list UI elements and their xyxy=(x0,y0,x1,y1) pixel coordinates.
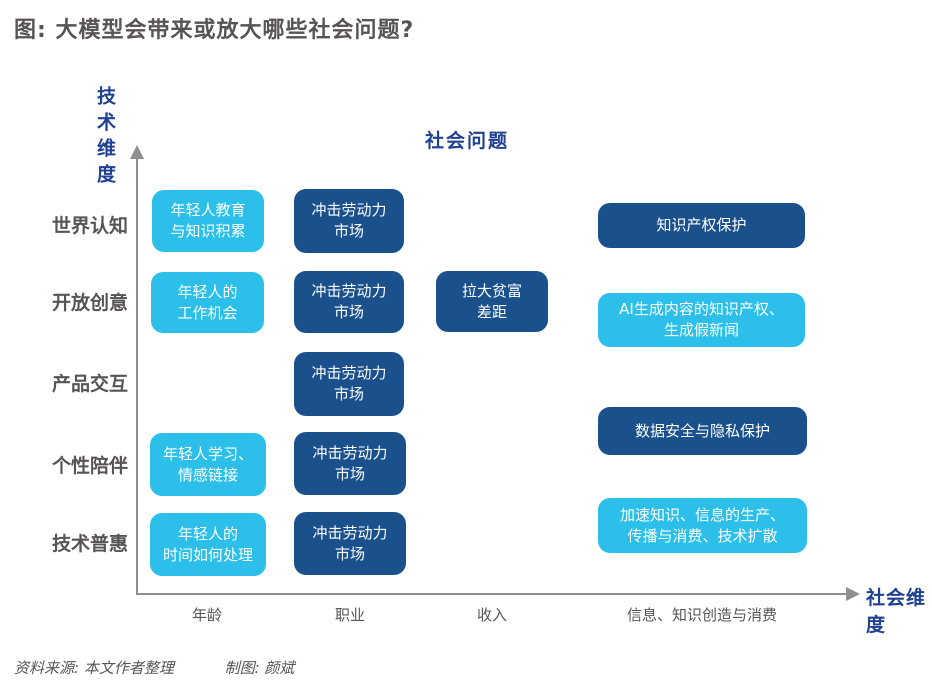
figure-title: 图: 大模型会带来或放大哪些社会问题? xyxy=(14,18,415,43)
matrix-box-wealth-gap: 拉大贫富 差距 xyxy=(436,271,548,332)
row-label-world-cognition: 世界认知 xyxy=(51,215,128,237)
matrix-box-youth-time: 年轻人的 时间如何处理 xyxy=(150,513,266,576)
matrix-box-labor-market-r5: 冲击劳动力 市场 xyxy=(294,512,406,575)
row-label-personal-companionship: 个性陪伴 xyxy=(51,455,128,477)
matrix-box-labor-market-r3: 冲击劳动力 市场 xyxy=(294,352,404,416)
row-label-product-interaction: 产品交互 xyxy=(51,373,128,395)
chart-credit: 制图: 颜斌 xyxy=(224,659,295,677)
col-label-occupation: 职业 xyxy=(334,606,365,624)
matrix-box-labor-market-r1: 冲击劳动力 市场 xyxy=(294,189,404,253)
source-note: 资料来源: 本文作者整理 xyxy=(14,659,174,677)
matrix-box-labor-market-r2: 冲击劳动力 市场 xyxy=(294,271,404,333)
x-axis-title: 社会维度 xyxy=(866,587,927,636)
matrix-box-youth-jobs: 年轻人的 工作机会 xyxy=(151,272,264,333)
matrix-box-data-security-privacy: 数据安全与隐私保护 xyxy=(598,407,807,455)
matrix-center-title: 社会问题 xyxy=(424,130,509,152)
figure-footer: 资料来源: 本文作者整理 制图: 颜斌 xyxy=(14,657,294,678)
matrix-box-ip-protection: 知识产权保护 xyxy=(598,203,805,248)
y-axis-title: 技术维度 xyxy=(94,86,116,190)
matrix-box-labor-market-r4: 冲击劳动力 市场 xyxy=(294,432,406,495)
matrix-box-youth-learning-emotion: 年轻人学习、 情感链接 xyxy=(150,433,266,496)
row-label-tech-inclusion: 技术普惠 xyxy=(51,533,128,555)
x-axis-arrow-right-icon xyxy=(846,587,860,601)
y-axis-arrow-up-icon xyxy=(130,145,144,159)
col-label-age: 年龄 xyxy=(191,606,222,624)
col-label-info-knowledge: 信息、知识创造与消费 xyxy=(626,606,777,624)
col-label-income: 收入 xyxy=(476,606,507,624)
y-axis-line xyxy=(136,158,138,595)
matrix-box-youth-education: 年轻人教育 与知识积累 xyxy=(152,190,264,252)
matrix-box-knowledge-diffusion: 加速知识、信息的生产、 传播与消费、技术扩散 xyxy=(598,498,807,553)
row-label-open-creativity: 开放创意 xyxy=(51,292,128,314)
matrix-box-ai-content-ip-fake-news: AI生成内容的知识产权、 生成假新闻 xyxy=(598,293,805,347)
x-axis-line xyxy=(136,593,848,595)
